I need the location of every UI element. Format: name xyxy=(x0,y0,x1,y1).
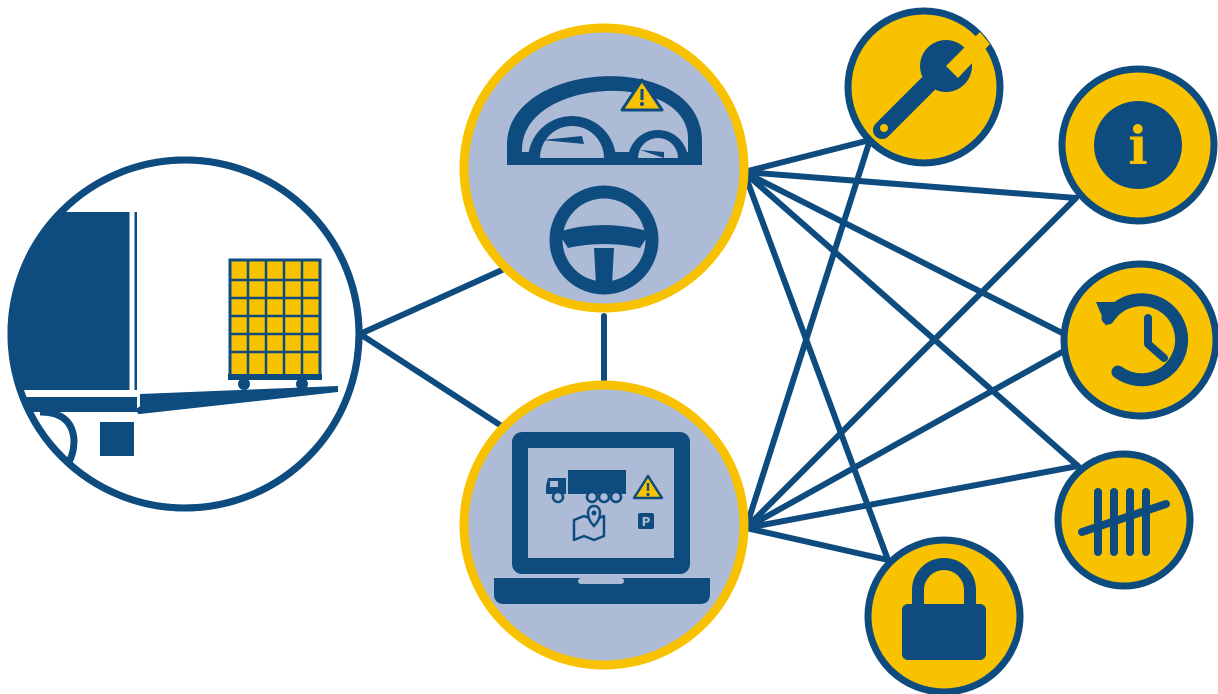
padlock-icon xyxy=(902,558,986,660)
connection-lines xyxy=(357,137,1083,563)
edge-driver-dashboard-to-maintenance xyxy=(741,137,873,175)
node-telematics-laptop: P xyxy=(459,380,749,670)
node-security xyxy=(864,536,1024,694)
node-counting xyxy=(1054,450,1194,590)
edge-telematics-laptop-to-information xyxy=(743,195,1079,531)
map-location-icon xyxy=(572,504,606,542)
info-label: i xyxy=(1128,116,1148,177)
edge-driver-dashboard-to-history xyxy=(741,169,1083,345)
node-truck-tail-lift xyxy=(7,156,363,512)
edge-telematics-laptop-to-maintenance xyxy=(743,137,873,531)
warning-icon xyxy=(620,78,664,112)
warning-icon xyxy=(632,474,664,500)
info-icon: i xyxy=(1094,101,1182,189)
wrench-icon xyxy=(873,32,990,139)
edge-driver-dashboard-to-information xyxy=(741,169,1079,201)
edge-truck-tail-lift-to-telematics-laptop xyxy=(357,331,503,428)
edge-driver-dashboard-to-counting xyxy=(741,169,1081,469)
laptop-truck-map-parking-icon: P xyxy=(494,432,710,604)
dashboard-gauges-steering-wheel-icon xyxy=(506,76,702,295)
edge-driver-dashboard-to-security xyxy=(741,169,891,563)
node-driver-dashboard xyxy=(459,23,749,313)
node-information: i xyxy=(1058,65,1218,225)
edge-telematics-laptop-to-history xyxy=(743,339,1083,531)
history-clock-icon xyxy=(1096,293,1189,387)
edge-telematics-laptop-to-security xyxy=(743,525,891,563)
roll-cage-icon xyxy=(228,258,322,390)
node-history xyxy=(1060,260,1218,420)
edge-truck-tail-lift-to-driver-dashboard xyxy=(357,267,505,337)
parking-label: P xyxy=(642,515,651,529)
steering-wheel-icon xyxy=(549,185,659,295)
parking-icon: P xyxy=(638,513,654,529)
edge-telematics-laptop-to-counting xyxy=(743,463,1081,531)
truck-icon xyxy=(546,470,626,504)
node-maintenance xyxy=(844,7,1004,167)
tally-marks-icon xyxy=(1078,488,1170,556)
